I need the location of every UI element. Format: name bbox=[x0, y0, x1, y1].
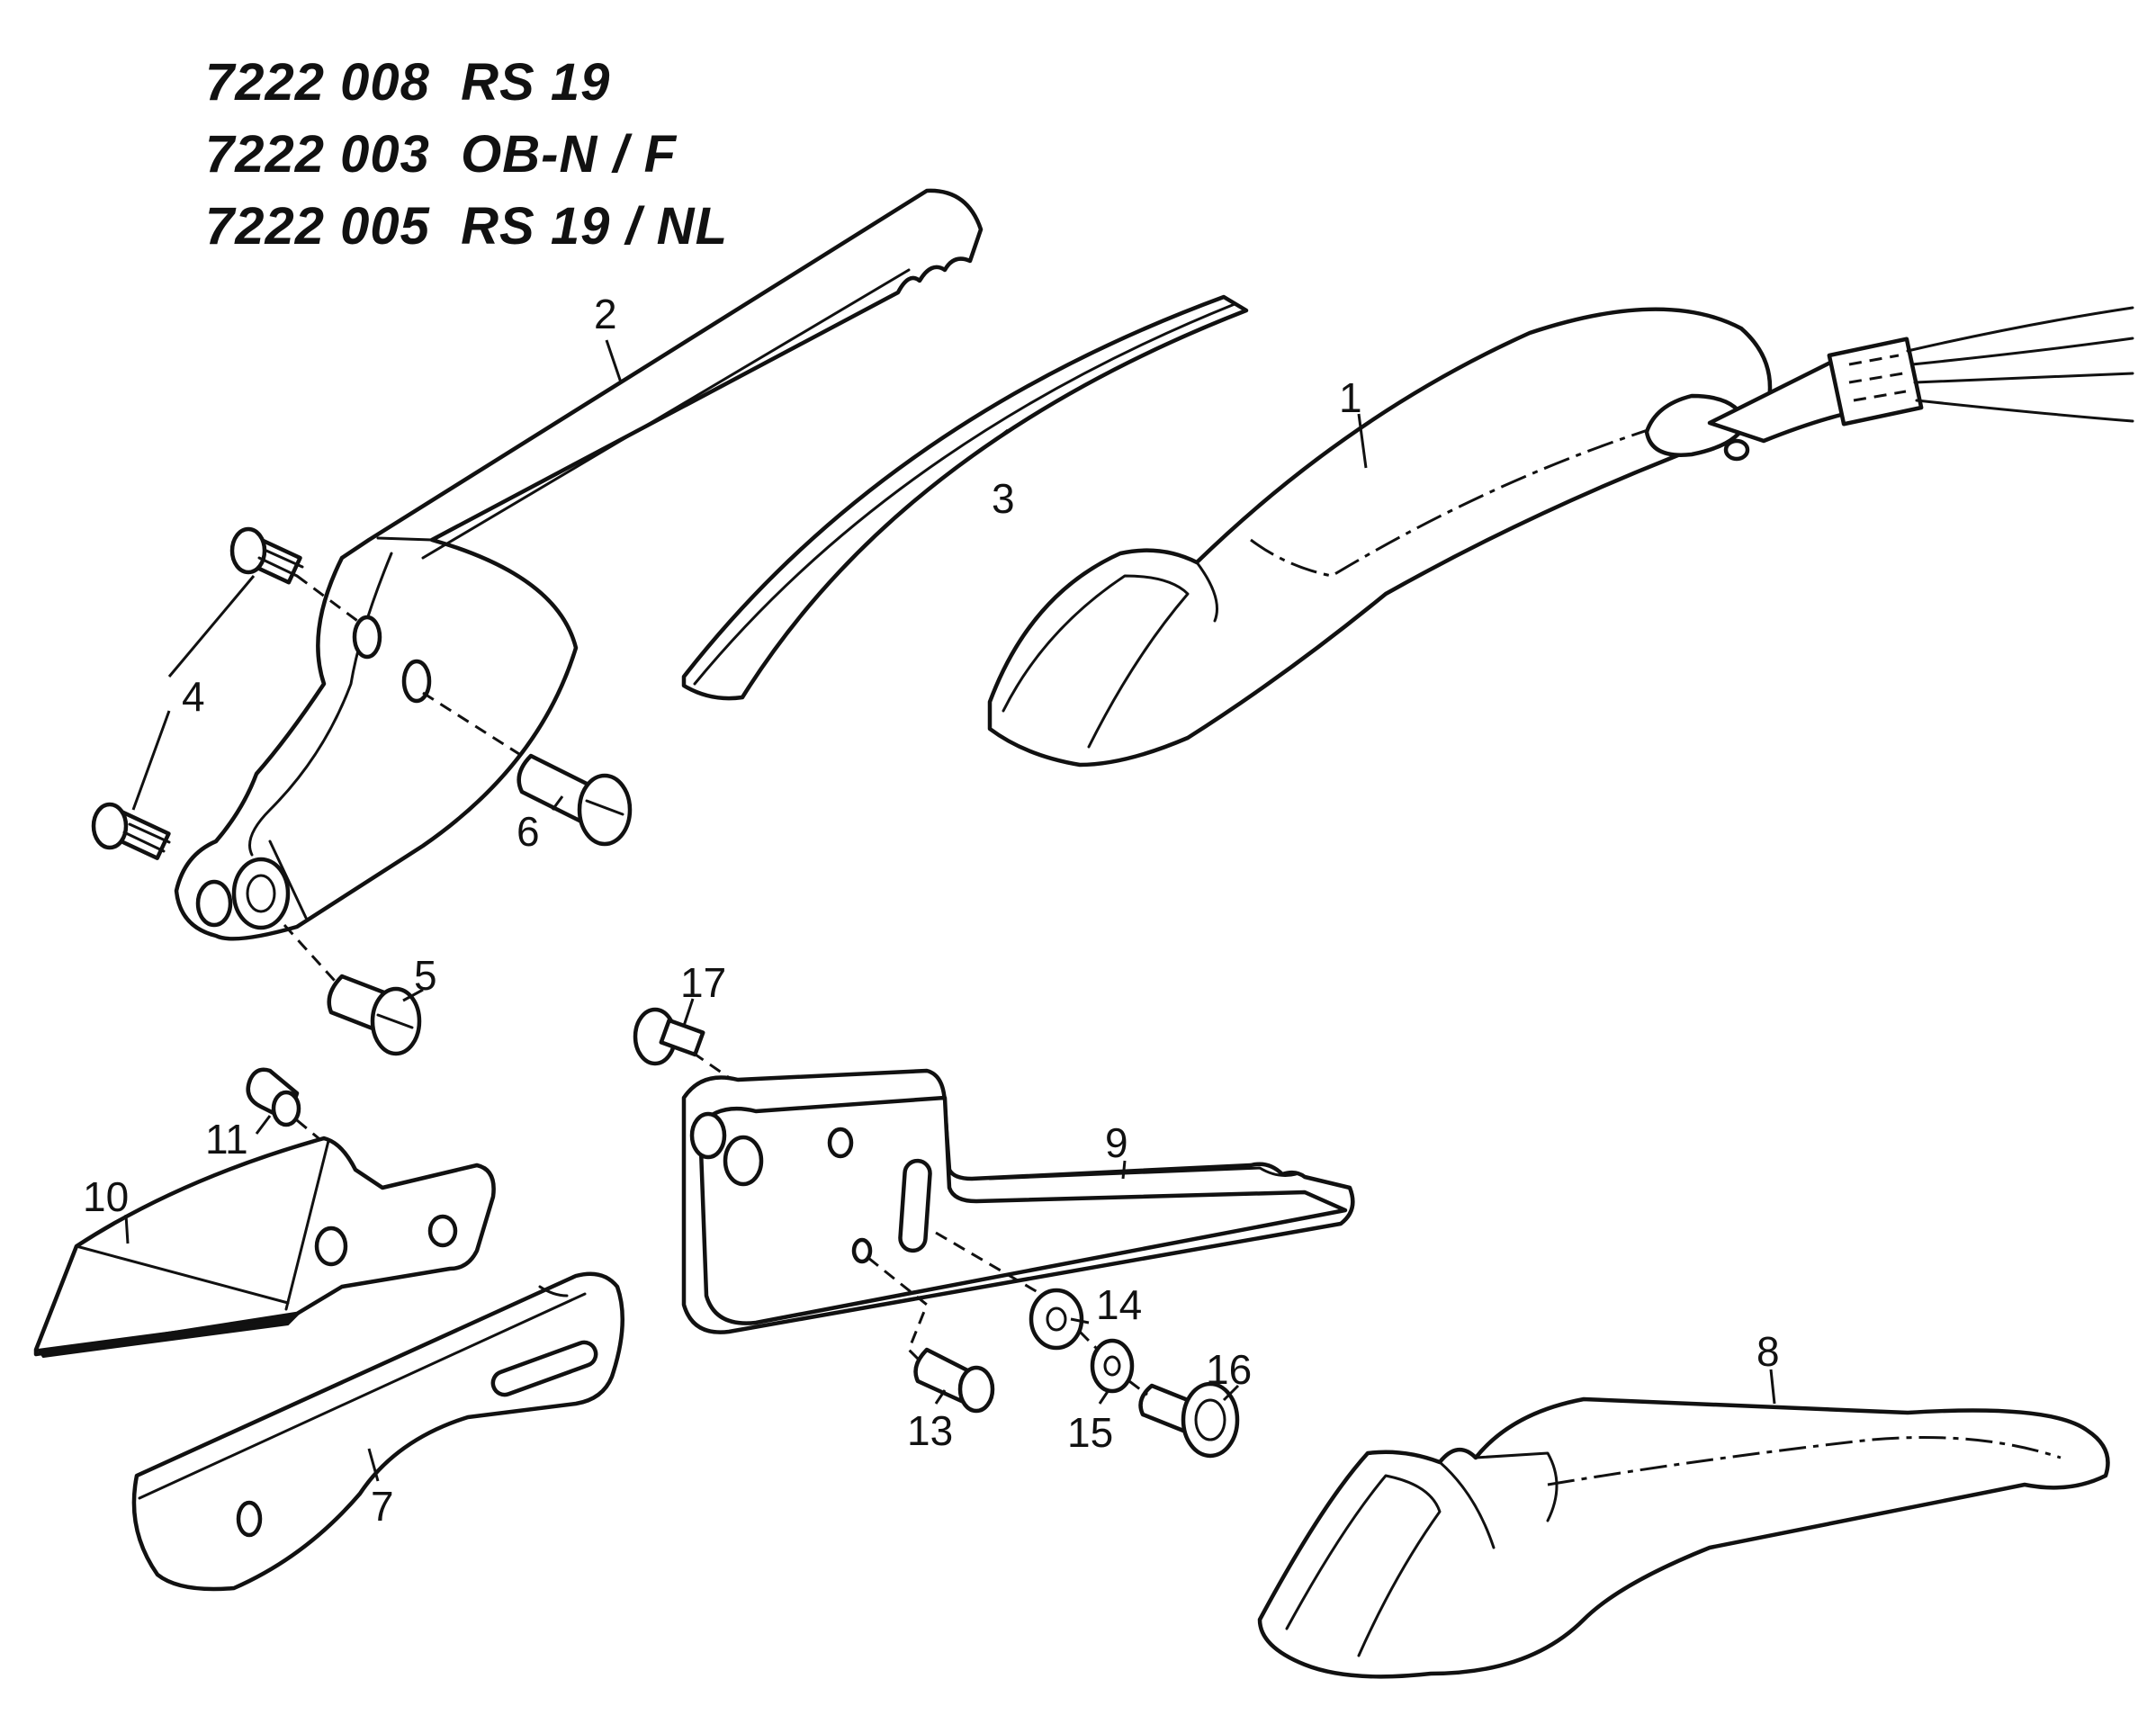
callout-8: 8 bbox=[1756, 1328, 1780, 1375]
callout-11: 11 bbox=[205, 1116, 248, 1163]
part-17-bolt bbox=[633, 1007, 746, 1091]
callout-17: 17 bbox=[680, 959, 726, 1006]
part-13-pin bbox=[913, 1347, 995, 1414]
part-6-screw bbox=[422, 691, 633, 847]
part-9-plate bbox=[681, 1068, 1355, 1369]
title-line-1: 7222 008 RS 19 bbox=[205, 53, 611, 112]
part-7-lower-jaw bbox=[131, 1271, 624, 1592]
part-2-upper-arm bbox=[174, 188, 984, 941]
callout-16: 16 bbox=[1206, 1346, 1252, 1393]
title-line-2: 7222 003 OB-N / F bbox=[205, 125, 678, 184]
title-line-3: 7222 005 RS 19 / NL bbox=[205, 197, 728, 256]
part-16-pin bbox=[1128, 1379, 1240, 1459]
callout-3: 3 bbox=[992, 475, 1015, 522]
callout-7: 7 bbox=[371, 1483, 394, 1530]
callout-10: 10 bbox=[83, 1173, 129, 1220]
callout-2: 2 bbox=[594, 291, 617, 337]
part-3-blade-strip bbox=[681, 294, 1249, 701]
callout-leaders bbox=[124, 339, 1776, 1482]
part-1-handle-with-cable bbox=[987, 306, 2134, 768]
part-4-bolts bbox=[91, 526, 361, 860]
part-8-lower-handle bbox=[1257, 1396, 2110, 1679]
part-5-screw bbox=[283, 923, 422, 1056]
callout-4: 4 bbox=[182, 673, 205, 720]
callout-15: 15 bbox=[1067, 1409, 1113, 1456]
part-15-washer bbox=[1078, 1330, 1135, 1394]
callout-5: 5 bbox=[414, 952, 437, 999]
callout-14: 14 bbox=[1096, 1281, 1142, 1328]
callout-13: 13 bbox=[907, 1407, 953, 1454]
part-10-blade bbox=[33, 1136, 496, 1359]
callout-9: 9 bbox=[1105, 1119, 1128, 1166]
callout-6: 6 bbox=[517, 808, 540, 855]
part-14-washer bbox=[1029, 1288, 1084, 1351]
callout-1: 1 bbox=[1339, 374, 1362, 421]
